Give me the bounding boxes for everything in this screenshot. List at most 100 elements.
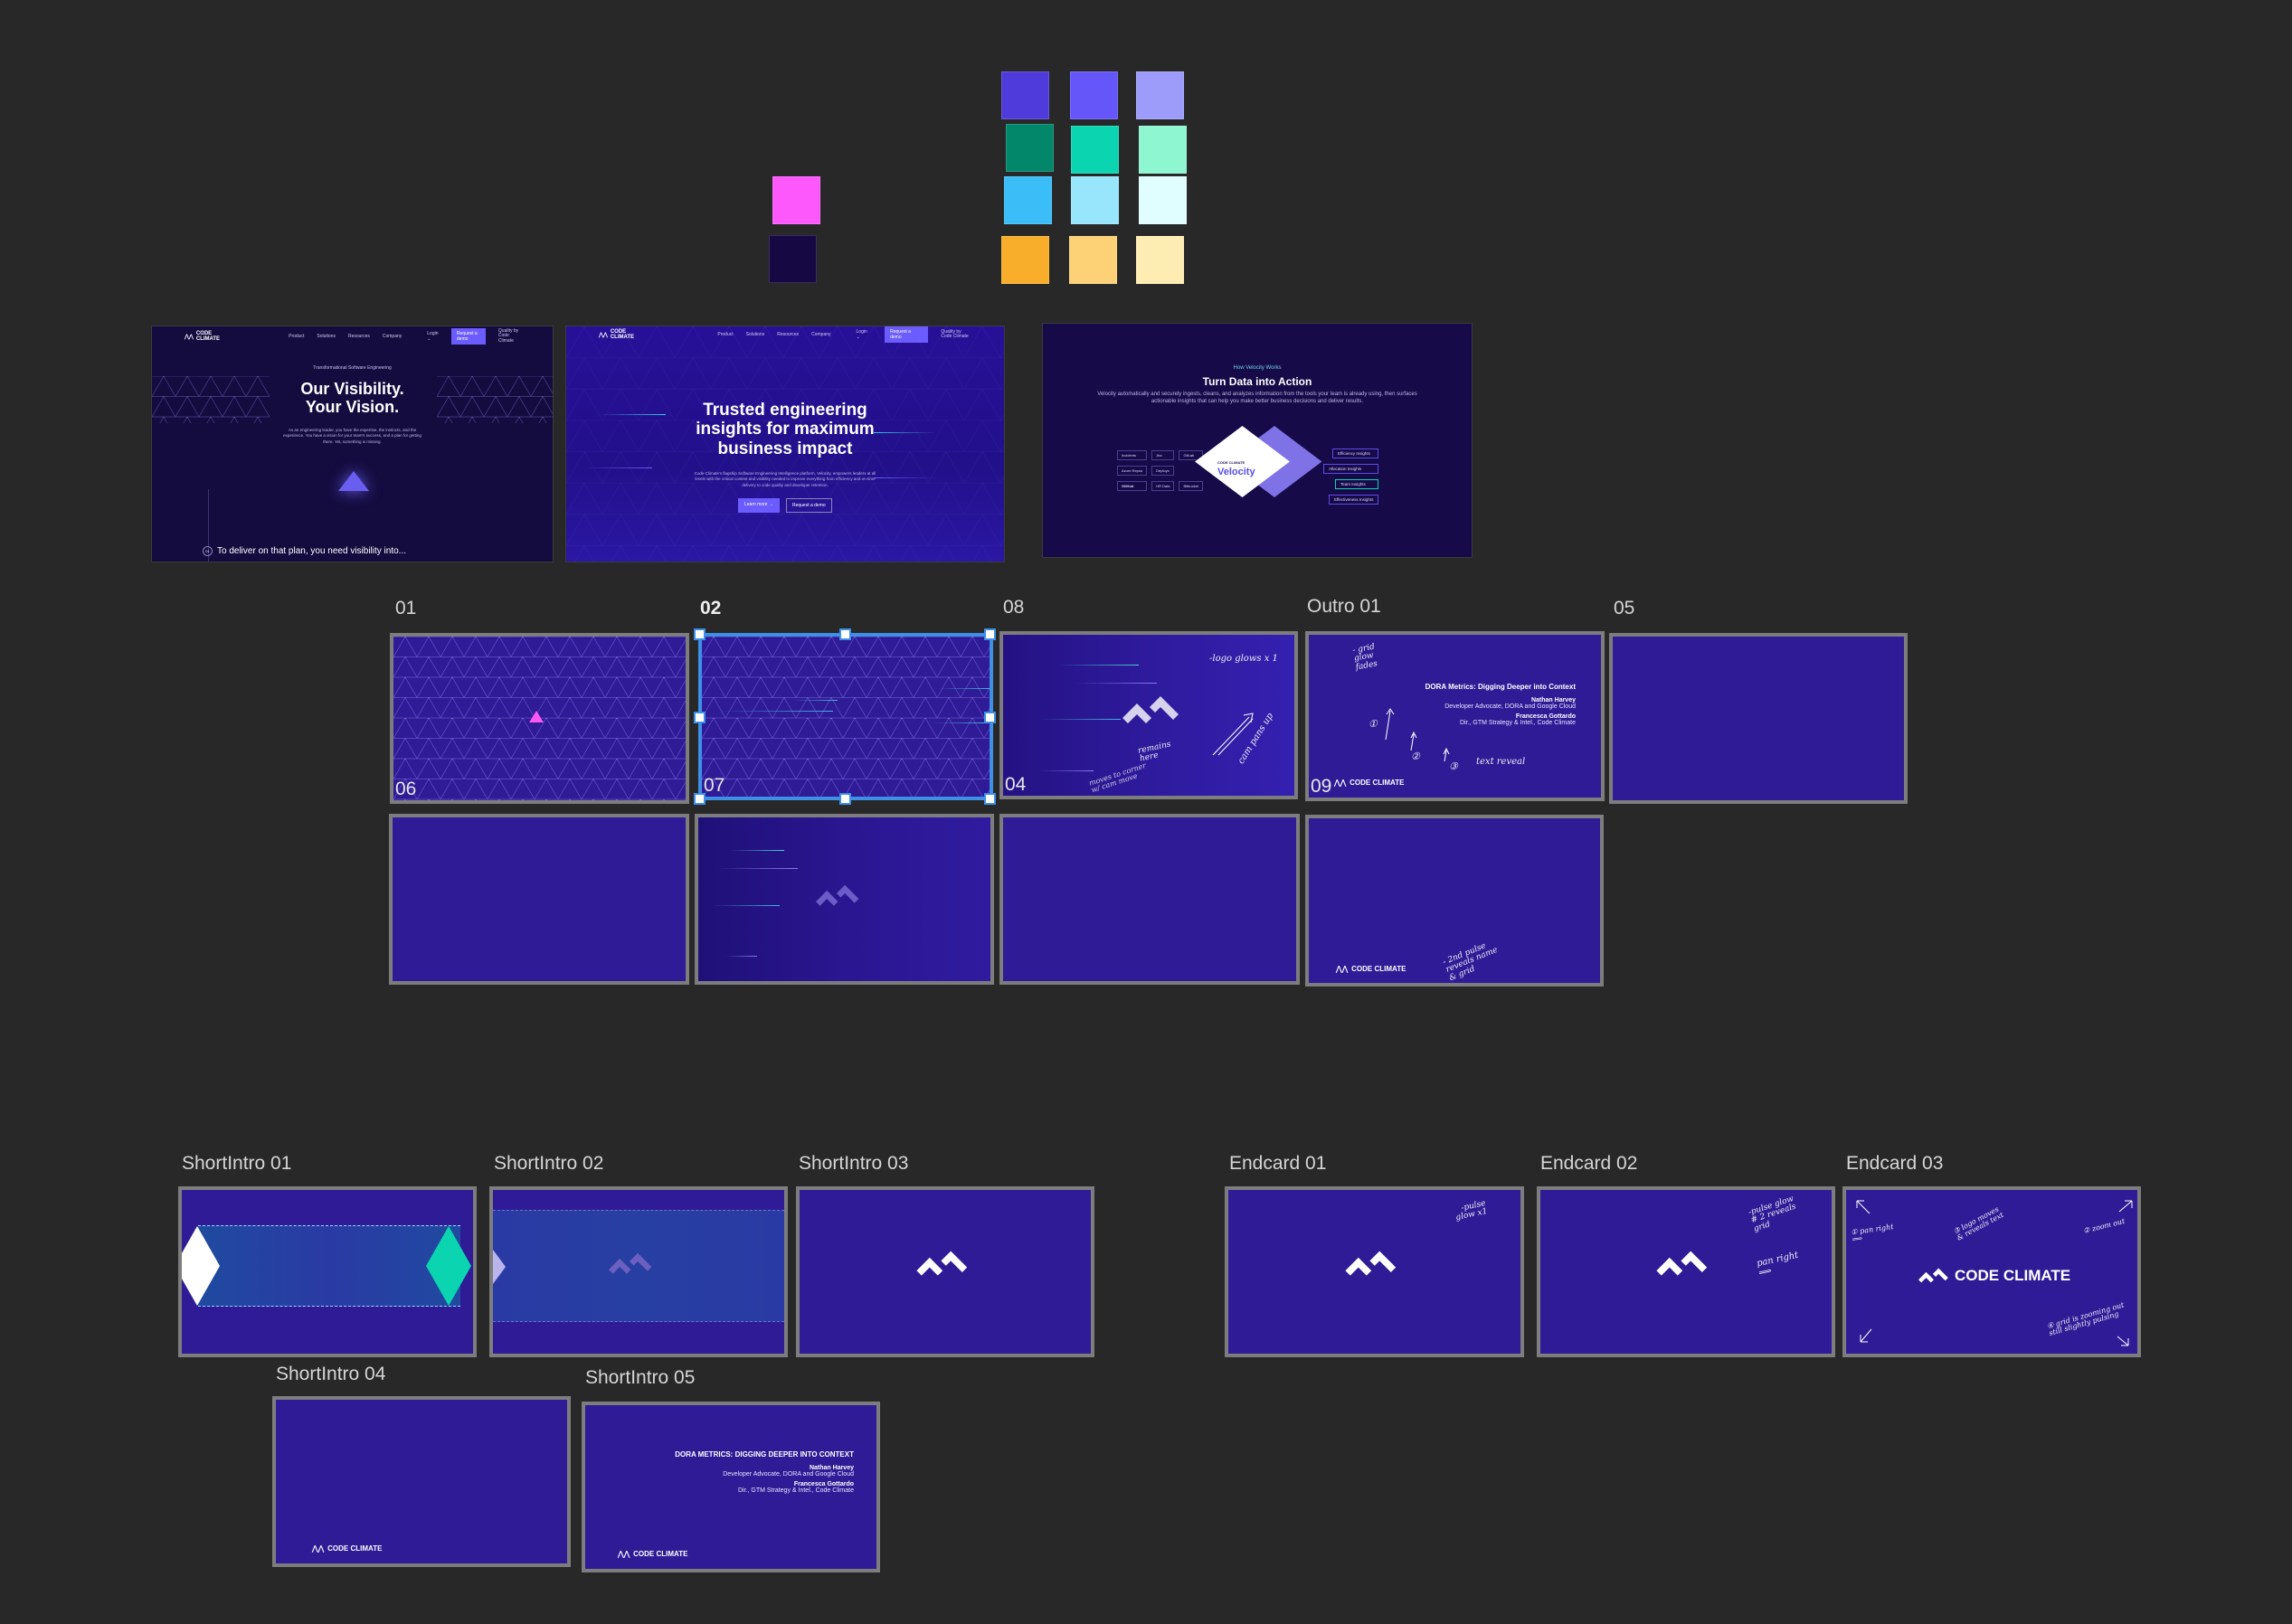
nav-login: Login ⌄ — [427, 331, 439, 342]
learn-more-button: Learn more → — [738, 498, 780, 513]
talk-title: DORA Metrics: Digging Deeper into Contex… — [1425, 683, 1576, 691]
frame-number-06: 06 — [395, 779, 417, 799]
logo-mark-icon: ⋀⋀ — [1334, 779, 1347, 787]
code-climate-logo: ⋀⋀CODE CLIMATE — [185, 331, 221, 342]
swatch-green-light[interactable] — [1139, 126, 1187, 174]
scroll-prompt: 01 To deliver on that plan, you need vis… — [203, 546, 406, 556]
nav-company: Company — [382, 334, 403, 339]
swatch-magenta[interactable] — [772, 176, 820, 224]
section-title: Turn Data into Action — [1202, 375, 1312, 388]
resize-handle-top-left[interactable] — [694, 628, 706, 640]
frame-label-shortintro-05: ShortIntro 05 — [585, 1367, 696, 1388]
speaker-role-1: Developer Advocate, DORA and Google Clou… — [723, 1471, 854, 1478]
frame-08[interactable]: -logo glows x 1 remains here moves to co… — [999, 631, 1298, 799]
hero-body: As an engineering leader, you have the e… — [283, 428, 421, 444]
annotation-text-reveal: text reveal — [1476, 757, 1526, 767]
code-climate-logo-icon — [609, 1252, 652, 1274]
frame-06[interactable] — [389, 814, 689, 985]
nav-solutions: Solutions — [317, 334, 336, 339]
nav-resources: Resources — [347, 334, 370, 339]
frame-01[interactable]: 06 — [390, 633, 689, 804]
frame-endcard-01[interactable]: -pulse glow x1 — [1225, 1186, 1524, 1357]
frame-label-02: 02 — [700, 598, 722, 618]
intro-band — [198, 1225, 460, 1307]
resize-handle-left[interactable] — [694, 712, 706, 723]
swatch-blue-pale[interactable] — [1139, 176, 1187, 224]
swatch-green[interactable] — [1071, 126, 1119, 174]
code-climate-wordmark: ⋀⋀CODE CLIMATE — [1334, 779, 1405, 787]
swatch-blue-light[interactable] — [1071, 176, 1119, 224]
frame-05[interactable] — [1609, 633, 1908, 804]
frame-09[interactable]: - 2nd pulse reveals name & grid ⋀⋀CODE C… — [1305, 815, 1604, 987]
nav-resources: Resources — [777, 332, 800, 337]
frame-shortintro-05[interactable]: DORA METRICS: DIGGING DEEPER INTO CONTEX… — [582, 1402, 880, 1572]
reference-screenshot-our-visibility[interactable]: ⋀⋀CODE CLIMATE Product Solutions Resourc… — [151, 326, 554, 562]
eyebrow-text: How Velocity Works — [1233, 365, 1282, 371]
code-climate-wordmark: CODE CLIMATE — [1918, 1266, 2070, 1286]
frame-02[interactable]: 07 — [698, 633, 993, 800]
frame-outro-01[interactable]: - grid glow fades DORA Metrics: Digging … — [1305, 631, 1605, 801]
resize-handle-bottom[interactable] — [839, 793, 851, 805]
frame-label-outro-01: Outro 01 — [1307, 596, 1381, 617]
hero-body: Code Climate's flagship Software Enginee… — [694, 471, 876, 487]
resize-handle-bottom-right[interactable] — [984, 793, 996, 805]
frame-label-01: 01 — [395, 598, 417, 618]
swatch-indigo-dark[interactable] — [1001, 71, 1049, 119]
reference-screenshot-trusted-insights[interactable]: ⋀⋀CODE CLIMATE Product Solutions Resourc… — [565, 326, 1005, 562]
frame-shortintro-02[interactable] — [489, 1186, 788, 1357]
swatch-indigo-light[interactable] — [1136, 71, 1184, 119]
grid-decoration-right — [437, 376, 553, 423]
intro-band — [493, 1210, 784, 1322]
swatch-orange[interactable] — [1001, 236, 1049, 284]
code-climate-logo-icon — [816, 884, 859, 906]
reference-screenshot-turn-data-into-action[interactable]: How Velocity Works Turn Data into Action… — [1042, 323, 1473, 558]
resize-handle-top[interactable] — [839, 628, 851, 640]
swatch-indigo[interactable] — [1070, 71, 1118, 119]
code-climate-logo-icon — [1656, 1251, 1708, 1276]
swatch-blue[interactable] — [1004, 176, 1052, 224]
triangle-grid — [698, 817, 990, 981]
frame-endcard-03[interactable]: CODE CLIMATE ① pan right ⟹ ③ logo moves … — [1842, 1186, 2141, 1357]
annotation-step-2: ② — [1411, 751, 1420, 762]
frame-shortintro-03[interactable] — [796, 1186, 1094, 1357]
swatch-orange-pale[interactable] — [1136, 236, 1184, 284]
frame-label-endcard-02: Endcard 02 — [1540, 1153, 1638, 1174]
annotation-step-3: ③ — [1449, 760, 1458, 772]
annotation-step-1: ① — [1369, 718, 1378, 730]
annotation-pulse-glow: -pulse glow x1 — [1454, 1199, 1489, 1223]
swatch-green-dark[interactable] — [1006, 124, 1054, 172]
triangle-grid — [1540, 1190, 1832, 1354]
frame-label-shortintro-04: ShortIntro 04 — [276, 1364, 386, 1384]
resize-handle-right[interactable] — [984, 712, 996, 723]
frame-label-endcard-03: Endcard 03 — [1846, 1153, 1944, 1174]
triangle-grid — [1846, 1190, 2137, 1354]
ref-nav-bar: ⋀⋀CODE CLIMATE Product Solutions Resourc… — [152, 326, 553, 346]
speaker-name-1: Nathan Harvey — [1530, 697, 1576, 703]
nav-quality-badge: Quality by Code Climate — [497, 327, 519, 344]
swatch-navy[interactable] — [769, 235, 817, 283]
frame-label-08: 08 — [1003, 597, 1025, 618]
nav-login: Login ⌄ — [856, 329, 867, 340]
frame-label-shortintro-02: ShortIntro 02 — [494, 1153, 604, 1174]
speaker-name-1: Nathan Harvey — [809, 1465, 854, 1471]
arrow-icon — [1212, 713, 1254, 756]
insights-list: Efficiency Insights Allocation Insights … — [1323, 448, 1379, 505]
resize-handle-top-right[interactable] — [984, 628, 996, 640]
frame-07[interactable] — [695, 814, 994, 985]
swatch-orange-light[interactable] — [1069, 236, 1117, 284]
code-climate-wordmark: ⋀⋀CODE CLIMATE — [1336, 965, 1406, 973]
corner-arrows-icon — [1856, 1200, 2133, 1346]
code-climate-logo-icon — [916, 1251, 968, 1276]
speaker-name-2: Francesca Gottardo — [1515, 713, 1576, 720]
resize-handle-bottom-left[interactable] — [694, 793, 706, 805]
frame-shortintro-04[interactable]: ⋀⋀CODE CLIMATE — [272, 1396, 571, 1567]
code-climate-wordmark: ⋀⋀CODE CLIMATE — [312, 1544, 383, 1553]
grid-decoration-left — [152, 376, 270, 423]
triangle-grid — [702, 637, 990, 797]
frame-endcard-02[interactable]: -pulse glow # 2 reveals grid pan right ⟹ — [1537, 1186, 1835, 1357]
frame-04[interactable] — [999, 814, 1300, 985]
frame-shortintro-01[interactable] — [178, 1186, 477, 1357]
speaker-role-1: Developer Advocate, DORA and Google Clou… — [1444, 703, 1576, 710]
nav-quality-badge: Quality by Code Climate — [941, 328, 969, 339]
triangle-grid — [276, 1400, 567, 1563]
